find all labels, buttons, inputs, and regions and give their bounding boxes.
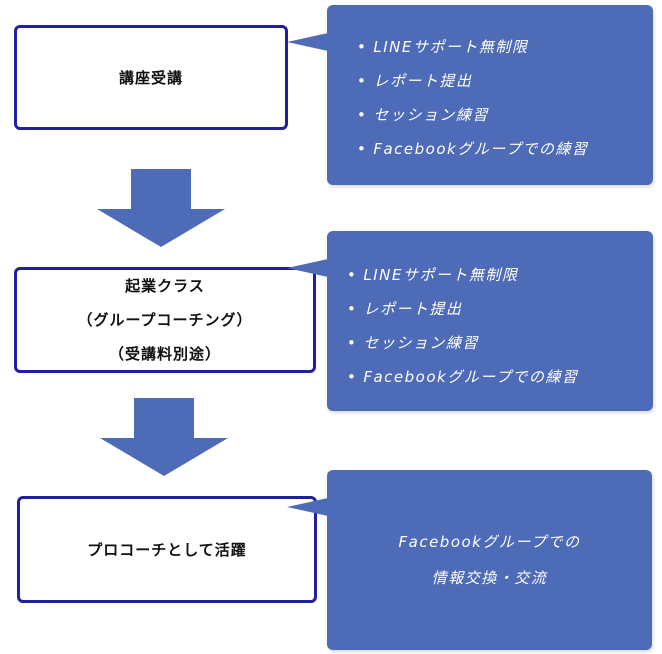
- list-item: •Facebookグループでの練習: [347, 368, 579, 386]
- down-arrow-icon: [100, 398, 228, 476]
- down-arrow-icon: [97, 169, 225, 247]
- list-item: •LINEサポート無制限: [347, 266, 519, 284]
- step-label: 講座受講: [118, 68, 183, 87]
- step-label: （グループコーチング）: [77, 311, 253, 329]
- callout-course-benefits: •LINEサポート無制限 •レポート提出 •セッション練習 •Facebookグ…: [287, 5, 653, 185]
- step-label: 起業クラス: [125, 277, 205, 295]
- list-item: •LINEサポート無制限: [357, 38, 529, 56]
- step-label: プロコーチとして活躍: [87, 540, 247, 559]
- callout-text: Facebookグループでの: [398, 533, 581, 551]
- list-item: •レポート提出: [357, 72, 473, 90]
- step-box-course: 講座受講: [14, 25, 288, 130]
- list-item: •レポート提出: [347, 300, 463, 318]
- callout-text: 情報交換・交流: [431, 569, 548, 587]
- step-label: （受講料別途）: [108, 345, 221, 363]
- step-box-pro-coach: プロコーチとして活躍: [17, 496, 317, 603]
- list-item: •Facebookグループでの練習: [357, 140, 589, 158]
- callout-class-benefits: •LINEサポート無制限 •レポート提出 •セッション練習 •Facebookグ…: [287, 231, 653, 411]
- list-item: •セッション練習: [347, 334, 479, 352]
- step-box-business-class: 起業クラス （グループコーチング） （受講料別途）: [14, 267, 316, 373]
- list-item: •セッション練習: [357, 106, 489, 124]
- callout-pro-benefits: Facebookグループでの 情報交換・交流: [287, 470, 652, 650]
